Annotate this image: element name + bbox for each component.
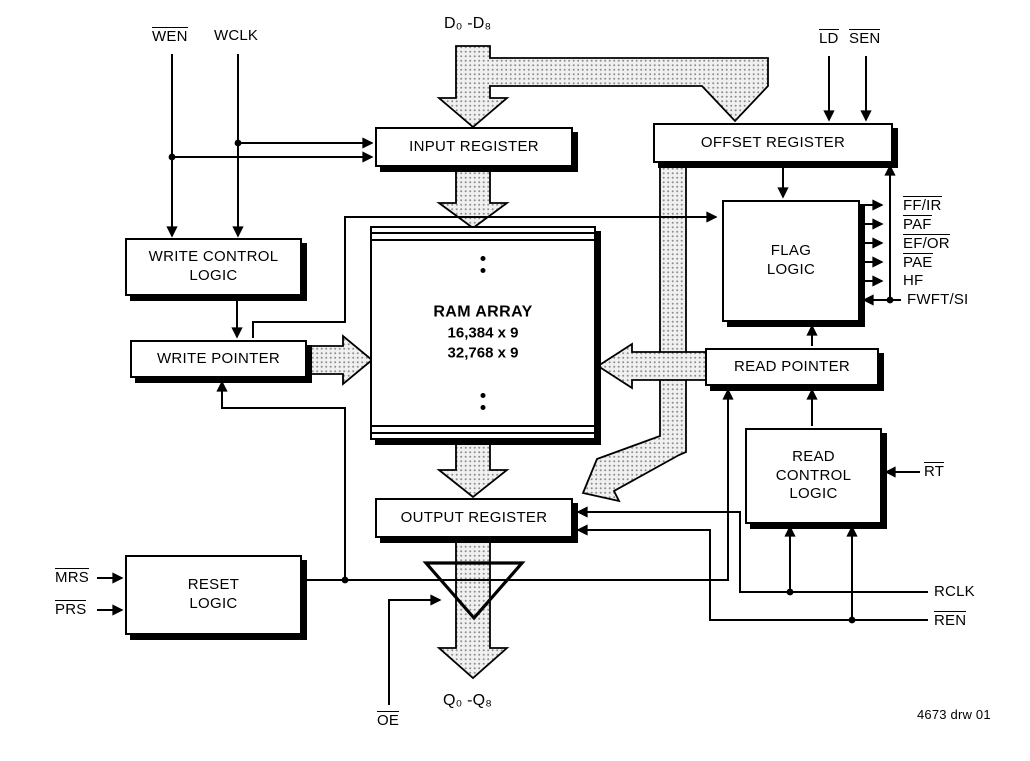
read-control-logic-label: READ CONTROL LOGIC (775, 447, 852, 503)
write-control-logic-block: WRITE CONTROL LOGIC (125, 238, 302, 296)
prs-signal-label: PRS (55, 600, 87, 618)
write-pointer-to-ram-arrow (302, 334, 374, 386)
flag-logic-label: FLAG LOGIC (766, 242, 816, 278)
mrs-signal-label: MRS (55, 568, 89, 586)
d-bus-label: D₀ -D₈ (444, 15, 492, 32)
paf-signal-label: PAF (903, 215, 932, 233)
ram-to-output-register-arrow (436, 437, 510, 499)
ram-array-title: RAM ARRAY (433, 303, 533, 321)
input-register-label: INPUT REGISTER (409, 137, 539, 155)
write-pointer-to-flag-logic-wire (252, 211, 718, 338)
flag-logic-block: FLAG LOGIC (722, 200, 860, 322)
d-bus-arrow (436, 45, 769, 129)
ram-ellipsis-dot (480, 405, 486, 410)
ram-bottom-rule (372, 425, 594, 427)
output-register-label: OUTPUT REGISTER (400, 508, 548, 526)
ren-signal-label: REN (934, 611, 967, 629)
wclk-signal-label: WCLK (214, 27, 259, 44)
input-register-block: INPUT REGISTER (375, 127, 573, 167)
write-pointer-block: WRITE POINTER (130, 340, 307, 378)
rclk-signal-label: RCLK (934, 583, 975, 600)
ren-wire (576, 524, 928, 621)
oe-wire (388, 594, 442, 705)
rt-signal-label: RT (924, 462, 945, 480)
output-buffer-triangle (422, 561, 526, 621)
wen-signal-label: WEN (152, 27, 188, 45)
ram-array-size-1: 16,384 x 9 (447, 324, 519, 342)
offset-register-label: OFFSET REGISTER (700, 133, 846, 151)
output-register-to-q-arrow (436, 535, 510, 680)
ram-ellipsis-dot (480, 256, 486, 261)
ram-array-block: RAM ARRAY 16,384 x 9 32,768 x 9 (370, 226, 596, 440)
reset-to-read-pointer-wire (302, 388, 734, 581)
offset-register-block: OFFSET REGISTER (653, 123, 893, 163)
junction-dot (234, 139, 242, 147)
read-pointer-label: READ POINTER (733, 357, 851, 375)
junction-dot (786, 588, 794, 596)
ef-or-signal-label: EF/OR (903, 234, 950, 252)
ram-ellipsis-dot (480, 393, 486, 398)
write-pointer-label: WRITE POINTER (156, 349, 281, 367)
reset-logic-block: RESET LOGIC (125, 555, 302, 635)
junction-dot (848, 616, 856, 624)
hf-signal-label: HF (903, 272, 924, 289)
ram-array-size-2: 32,768 x 9 (447, 344, 519, 361)
fwft-si-signal-label: FWFT/SI (907, 291, 969, 308)
bus-arrows (302, 45, 769, 680)
sen-signal-label: SEN (849, 29, 881, 47)
read-pointer-block: READ POINTER (705, 348, 879, 386)
ram-top-rule (372, 239, 594, 241)
read-pointer-to-ram-arrow (596, 342, 708, 390)
drawing-number: 4673 drw 01 (917, 707, 991, 722)
ff-ir-signal-label: FF/IR (903, 196, 942, 214)
ram-ellipsis-dot (480, 268, 486, 273)
ld-signal-label: LD (819, 29, 839, 47)
output-register-block: OUTPUT REGISTER (375, 498, 573, 538)
junction-dot (886, 296, 894, 304)
junction-dot (168, 153, 176, 161)
input-register-to-ram-arrow (436, 164, 510, 230)
q-bus-label: Q₀ -Q₈ (443, 692, 493, 709)
reset-logic-label: RESET LOGIC (187, 576, 240, 612)
read-control-logic-block: READ CONTROL LOGIC (745, 428, 882, 524)
pae-signal-label: PAE (903, 253, 933, 271)
write-control-logic-label: WRITE CONTROL LOGIC (148, 248, 279, 284)
junction-dots (168, 139, 894, 624)
ram-bottom-rule (372, 432, 594, 434)
rclk-wire (576, 506, 928, 593)
ram-top-rule (372, 232, 594, 234)
signal-wires (97, 54, 928, 705)
ram-array-text: RAM ARRAY 16,384 x 9 32,768 x 9 (372, 304, 594, 363)
offset-register-to-output-register-arrow (581, 164, 687, 503)
reset-to-write-pointer-wire (216, 380, 346, 580)
junction-dot (341, 576, 349, 584)
oe-signal-label: OE (377, 711, 400, 729)
